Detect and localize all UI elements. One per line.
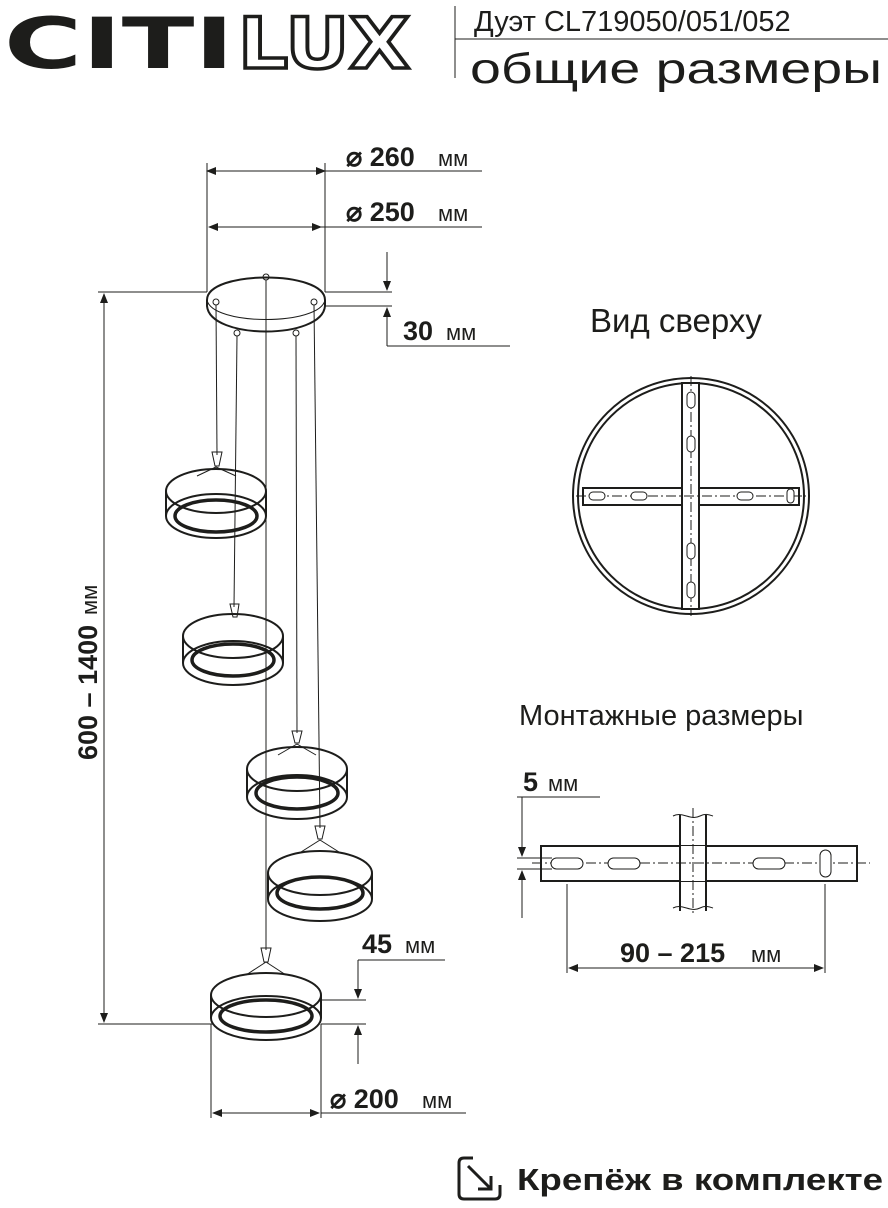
mounting-drawing	[532, 808, 870, 916]
ring-diameter-unit: мм	[422, 1088, 452, 1113]
ring-height-value: 45	[362, 929, 392, 959]
top-view-drawing	[572, 376, 810, 616]
ring-diameter-dimension: ⌀ 200 мм	[210, 1024, 466, 1118]
canopy-height-value: 30	[403, 316, 433, 346]
ring-height-unit: мм	[405, 933, 435, 958]
total-height-unit: мм	[77, 585, 102, 615]
mounting-title: Монтажные размеры	[519, 700, 803, 732]
pendant-ring-2	[182, 603, 284, 686]
product-line-title: Дуэт CL719050/051/052	[474, 6, 791, 38]
mount-arrow-icon	[457, 1156, 502, 1201]
top-view-title: Вид сверху	[590, 302, 762, 339]
canopy-inner-diameter-value: ⌀ 250	[346, 197, 415, 227]
footer-mount-included-text: Крепёж в комплекте	[517, 1162, 883, 1197]
pendant-ring-4	[267, 825, 373, 922]
canopy-height-dimension: 30 мм	[325, 252, 510, 347]
slot-width-unit: мм	[548, 771, 578, 796]
total-height-value: 600 – 1400	[73, 625, 103, 760]
canopy-outer-diameter-value: ⌀ 260	[346, 142, 415, 172]
page-subtitle: общие размеры	[470, 45, 882, 93]
total-height-dimension: 600 – 1400 мм	[73, 291, 214, 1025]
ring-height-dimension: 45 мм	[321, 929, 445, 1064]
canopy-outer-diameter-unit: мм	[438, 146, 468, 171]
brand-logo-text-solid: CITI	[4, 3, 234, 85]
hole-spacing-unit: мм	[751, 942, 781, 967]
canopy-diameter-250-dimension: ⌀ 250 мм	[208, 197, 482, 231]
canopy-diameter-260-dimension: ⌀ 260 мм	[206, 142, 482, 292]
canopy-inner-diameter-unit: мм	[438, 201, 468, 226]
slot-width-value: 5	[523, 767, 538, 797]
brand-logo: CITI LUX	[4, 1, 412, 87]
canopy-height-unit: мм	[446, 320, 476, 345]
ring-diameter-value: ⌀ 200	[330, 1084, 399, 1114]
pendant-ring-3	[246, 730, 348, 820]
slot-width-dimension: 5 мм	[517, 767, 600, 918]
hole-spacing-value: 90 – 215	[620, 938, 725, 968]
pendant-ring-5	[210, 947, 322, 1041]
brand-logo-text-outline: LUX	[238, 3, 410, 85]
pendant-ring-1	[165, 451, 267, 539]
hole-spacing-dimension: 90 – 215 мм	[566, 884, 826, 973]
